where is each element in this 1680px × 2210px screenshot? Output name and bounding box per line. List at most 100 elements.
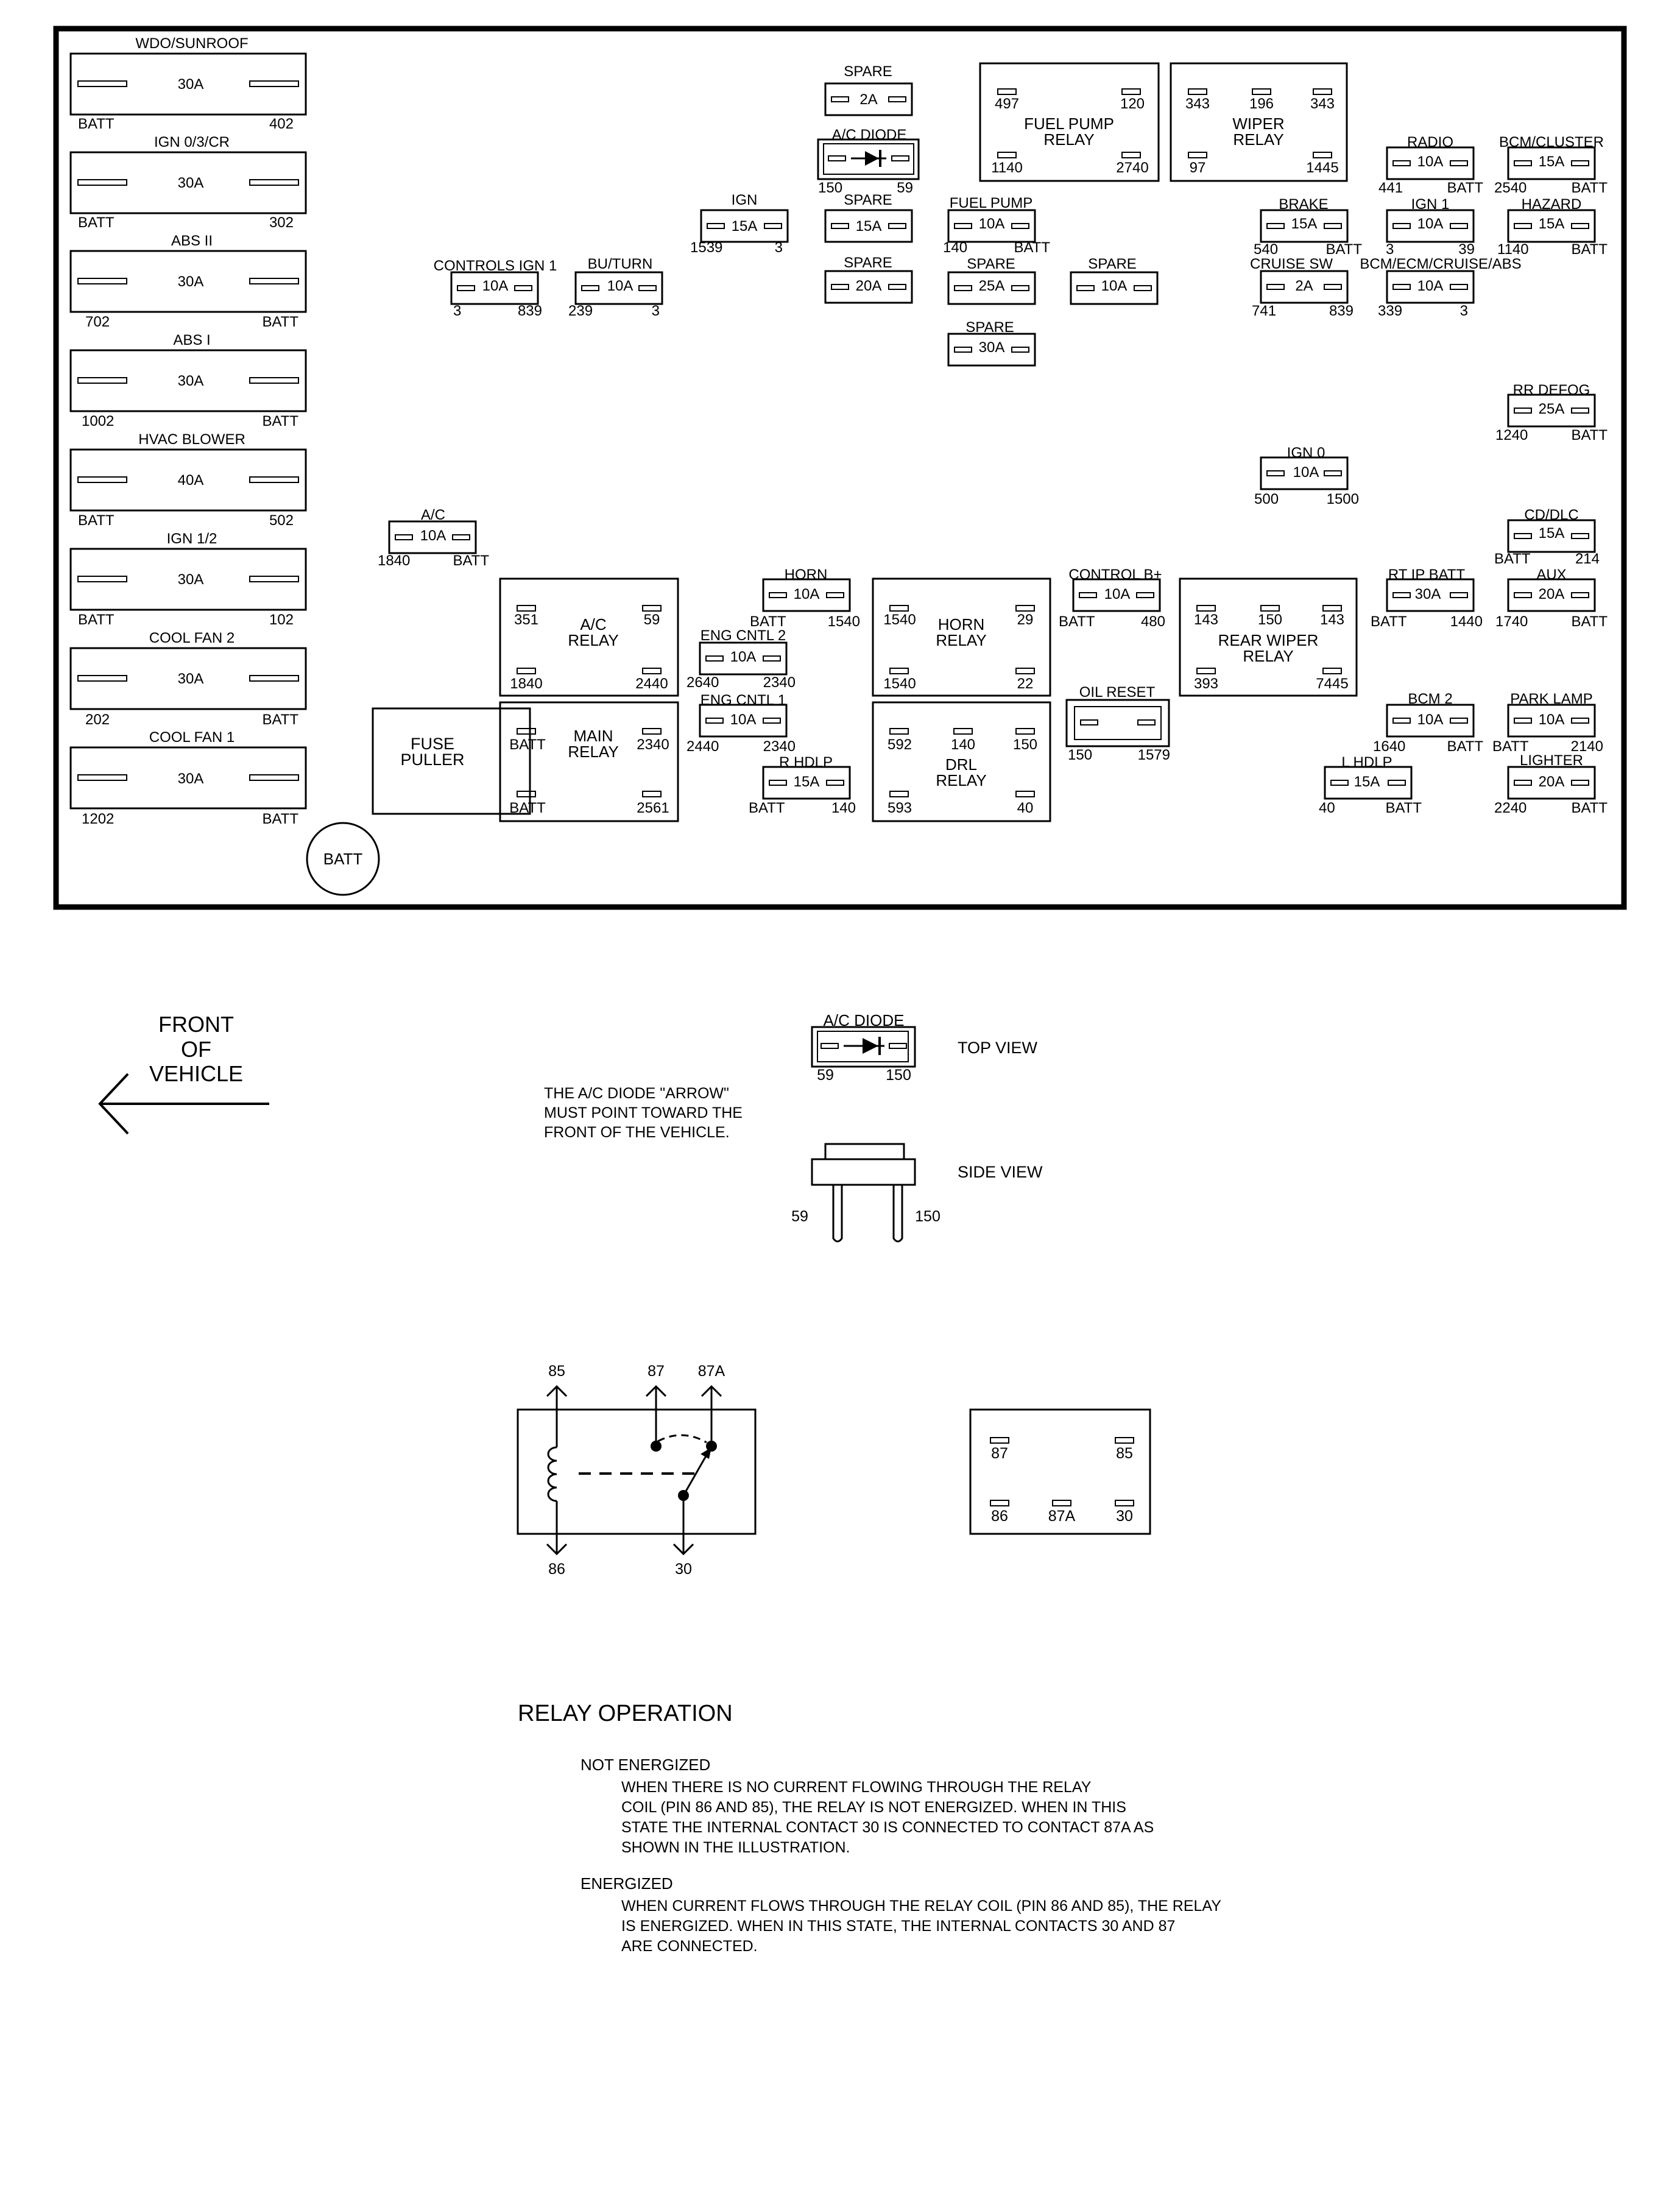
fuse-pin-left: 2440 [686, 738, 719, 755]
fuse-rating: 2A [859, 91, 877, 108]
relay-label: WIPER [1232, 115, 1284, 133]
fuse-label: COOL FAN 2 [149, 630, 235, 646]
fuse-pin-left: 40 [1319, 800, 1335, 816]
relay-pin: 2440 [635, 676, 668, 692]
relay-label: RELAY [936, 771, 986, 789]
maxi-fuse: IGN 1/2 30A BATT 102 [69, 531, 307, 628]
fuse-label: HORN [785, 567, 828, 583]
schematic-pin-label: 85 [548, 1363, 565, 1380]
relay-pin: 40 [1017, 800, 1034, 816]
fuse-pin-right: 302 [269, 214, 294, 231]
mini-fuse: SPARE 25A [947, 256, 1036, 305]
fuse-puller-label: FUSE [411, 735, 454, 753]
fuse-pin-right: 402 [269, 116, 294, 132]
fuse-pin-right: BATT [1571, 180, 1608, 196]
fuse-pin-right: BATT [1571, 427, 1608, 443]
fuse-pin-left: 1840 [378, 552, 410, 569]
ac-diode: A/C DIODE 150 59 [817, 127, 920, 196]
relay-pin: 1840 [510, 676, 542, 692]
fuse-pin-left: 1140 [1497, 241, 1529, 258]
fuse-puller-label: PULLER [400, 750, 464, 769]
fuse-pin-left: 239 [568, 303, 593, 319]
body-line: WHEN THERE IS NO CURRENT FLOWING THROUGH… [621, 1779, 1092, 1796]
relay-pin: 120 [1120, 96, 1145, 112]
fuse-label: COOL FAN 1 [149, 729, 235, 746]
fuse-rating: 10A [730, 649, 757, 665]
fuse-pin-left: 1002 [82, 413, 114, 429]
fuse-pin-left: 1740 [1495, 613, 1528, 630]
arrow-left-icon [98, 1073, 269, 1135]
fuse-pin-left: 140 [943, 239, 967, 256]
fuse-pin-right: BATT [1325, 241, 1362, 258]
fuse-rating: 10A [794, 586, 820, 602]
relay-pin: 143 [1320, 612, 1344, 628]
fuse-rating: 30A [178, 76, 204, 93]
mini-fuse: IGN 1 10A 3 39 [1386, 196, 1475, 258]
relay-pin: 140 [951, 736, 975, 753]
fuse-rating: 10A [1417, 216, 1444, 232]
footprint-pin-label: 87 [991, 1445, 1008, 1462]
maxi-fuse: COOL FAN 1 30A 1202 BATT [69, 729, 307, 827]
fuse-pin-right: 3 [775, 239, 783, 256]
fuse-pin-left: 2240 [1494, 800, 1526, 816]
fuse-pin-right: 839 [1329, 303, 1354, 319]
relay-label: RELAY [1233, 130, 1283, 149]
relay-schematic: 85 87 87A 86 30 [517, 1363, 757, 1578]
diode-pin-left: 150 [818, 180, 842, 196]
mini-fuse: CONTROL B+ 10A BATT 480 [1059, 567, 1165, 630]
diode-pin-right: 150 [915, 1208, 941, 1225]
fuse-rating: 30A [178, 274, 204, 290]
mini-fuse: IGN 15A 1539 3 [690, 192, 789, 256]
relay: 1540 29 1540 22 HORN RELAY [872, 577, 1051, 697]
fuse-pin-right: BATT [1571, 613, 1608, 630]
relay-pin: 1140 [991, 160, 1023, 176]
mini-fuse: FUEL PUMP 10A 140 BATT [943, 195, 1050, 256]
fuse-pin-right: 1440 [1450, 613, 1483, 630]
fuse-pin-left: 2640 [686, 674, 719, 691]
fuse-pin-right: BATT [262, 711, 298, 728]
fuse-label: ENG CNTL 2 [701, 627, 786, 644]
relay: 497 120 1140 2740 FUEL PUMP RELAY [979, 62, 1160, 182]
fuse-pin-left: 702 [85, 314, 110, 330]
fuse-rating: 20A [1539, 774, 1565, 790]
relay-label: A/C [580, 615, 606, 634]
fuse-label: SPARE [967, 256, 1015, 272]
subheading: ENERGIZED [581, 1874, 673, 1893]
fuse-pin-right: 102 [269, 612, 294, 628]
relay-pin: 2740 [1116, 160, 1148, 176]
maxi-fuse: WDO/SUNROOF 30A BATT 402 [69, 35, 307, 132]
mini-fuse: HORN 10A BATT 1540 [750, 567, 860, 630]
fuse-rating: 10A [1104, 586, 1131, 602]
schematic-pin-label: 87 [648, 1363, 665, 1380]
relay-pin: 29 [1017, 612, 1034, 628]
mini-fuse: SPARE 20A [824, 255, 913, 304]
relay: BATT 2340 BATT 2561 MAIN RELAY [499, 701, 679, 822]
fuse-pin-left: 202 [85, 711, 110, 728]
relay-pin: 1540 [883, 676, 916, 692]
maxi-fuse: ABS I 30A 1002 BATT [69, 332, 307, 429]
schematic-pin-label: 87A [698, 1363, 725, 1380]
mini-fuse: HAZARD 15A 1140 BATT [1497, 196, 1608, 258]
mini-fuse: CD/DLC 15A BATT 214 [1494, 507, 1600, 567]
mini-fuse: RT IP BATT 30A BATT 1440 [1371, 567, 1483, 630]
relay-label: REAR WIPER [1218, 631, 1319, 649]
mini-fuse: BCM 2 10A 1640 BATT [1373, 691, 1483, 755]
fuse-label: CRUISE SW [1250, 256, 1333, 272]
fuse-rating: 30A [178, 175, 204, 191]
oil-reset-connector: OIL RESET 150 1579 [1065, 684, 1170, 763]
fuse-rating: 15A [794, 774, 820, 790]
fuse-pin-right: 480 [1141, 613, 1165, 630]
relay-pin: 2561 [637, 800, 669, 816]
relay-pin: 592 [888, 736, 912, 753]
mini-fuse: SPARE 2A [824, 63, 913, 116]
fuse-pin-right: BATT [1571, 241, 1608, 258]
fuse-pin-right: 2340 [763, 738, 796, 755]
relay-pin: 497 [995, 96, 1019, 112]
front-text: VEHICLE [149, 1061, 243, 1086]
subheading: NOT ENERGIZED [581, 1756, 710, 1774]
fuse-label: IGN [732, 192, 758, 208]
oil-reset-pin-right: 1579 [1138, 747, 1170, 763]
mini-fuse: CONTROLS IGN 1 10A 3 839 [434, 258, 557, 319]
fuse-pin-right: 140 [831, 800, 856, 816]
